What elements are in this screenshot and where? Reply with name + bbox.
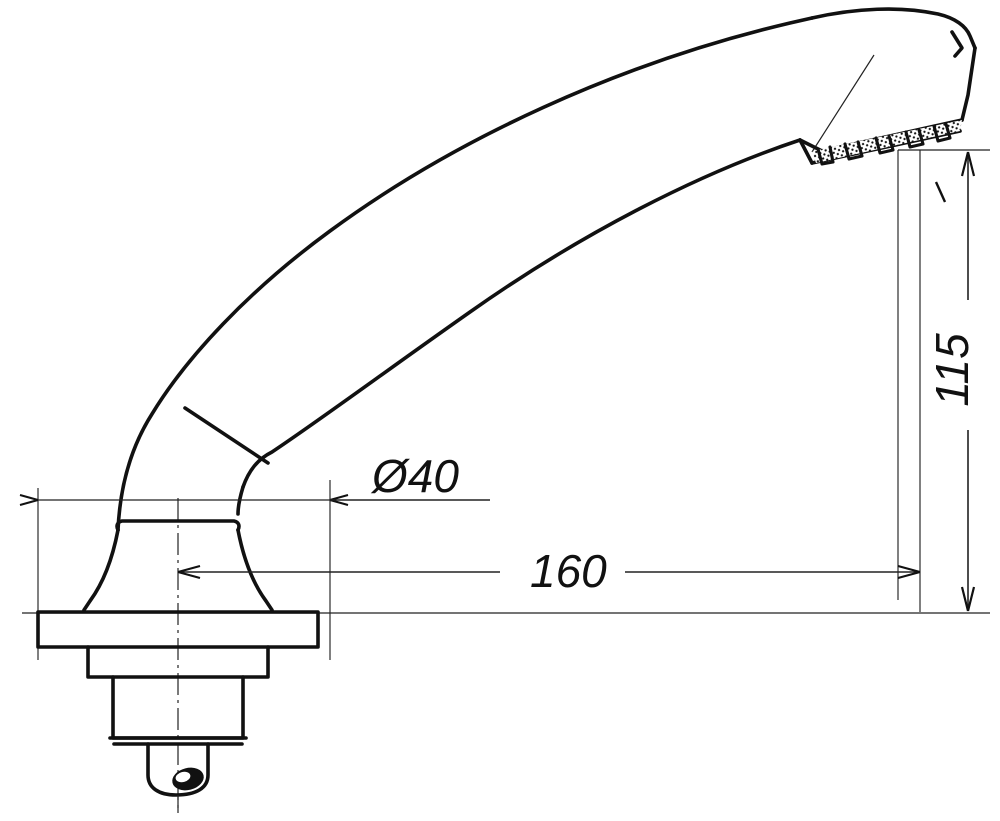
nozzle-slots bbox=[816, 122, 952, 166]
nozzle-slot-5 bbox=[932, 122, 952, 143]
head-right-edge bbox=[960, 46, 977, 122]
head-center-line bbox=[811, 54, 875, 153]
head-notch bbox=[950, 30, 964, 58]
cone-left bbox=[82, 528, 120, 612]
dim-arrow-160-right bbox=[897, 564, 921, 580]
stipple-band bbox=[812, 120, 962, 163]
center-line-head bbox=[811, 54, 875, 153]
arm-lower-contour bbox=[241, 138, 802, 489]
arm-upper-contour bbox=[116, 16, 814, 532]
shank-upper bbox=[86, 645, 270, 679]
dimension-length-160: 160 bbox=[177, 545, 921, 597]
elbow-joint-line bbox=[183, 406, 270, 465]
dimension-height-115: 115 bbox=[926, 151, 978, 612]
nozzle-slot-1 bbox=[816, 145, 835, 166]
dim-tick-115 bbox=[934, 181, 947, 203]
dimension-label-115: 115 bbox=[926, 333, 978, 407]
base-assembly bbox=[36, 519, 320, 797]
spray-face-stipple bbox=[812, 120, 962, 163]
dimension-label-160: 160 bbox=[530, 545, 607, 597]
nozzle-slot-2 bbox=[843, 140, 864, 161]
dim-arrow-115-top bbox=[960, 151, 976, 177]
nozzle-slot-4 bbox=[904, 128, 925, 149]
dimension-label-dia40: Ø40 bbox=[370, 450, 459, 502]
dimension-diameter-40: Ø40 bbox=[19, 450, 490, 506]
spray-face-left-edge bbox=[798, 138, 814, 165]
neck-top bbox=[115, 519, 241, 532]
dim-arrow-115-bottom bbox=[960, 586, 976, 612]
nozzle-slot-3 bbox=[874, 134, 895, 155]
dim-arrow-160-left bbox=[177, 564, 201, 580]
tail-pin-hole bbox=[172, 767, 204, 791]
dim-arrow-dia40-right bbox=[329, 494, 349, 506]
head-top-cap bbox=[810, 7, 977, 50]
pin-hole-inner bbox=[175, 771, 191, 783]
flange-plate bbox=[36, 610, 320, 649]
neck-step-right bbox=[236, 485, 245, 516]
dim-arrow-dia40-left bbox=[19, 494, 39, 506]
spout-outline bbox=[116, 16, 814, 532]
tail-tab bbox=[146, 742, 210, 797]
